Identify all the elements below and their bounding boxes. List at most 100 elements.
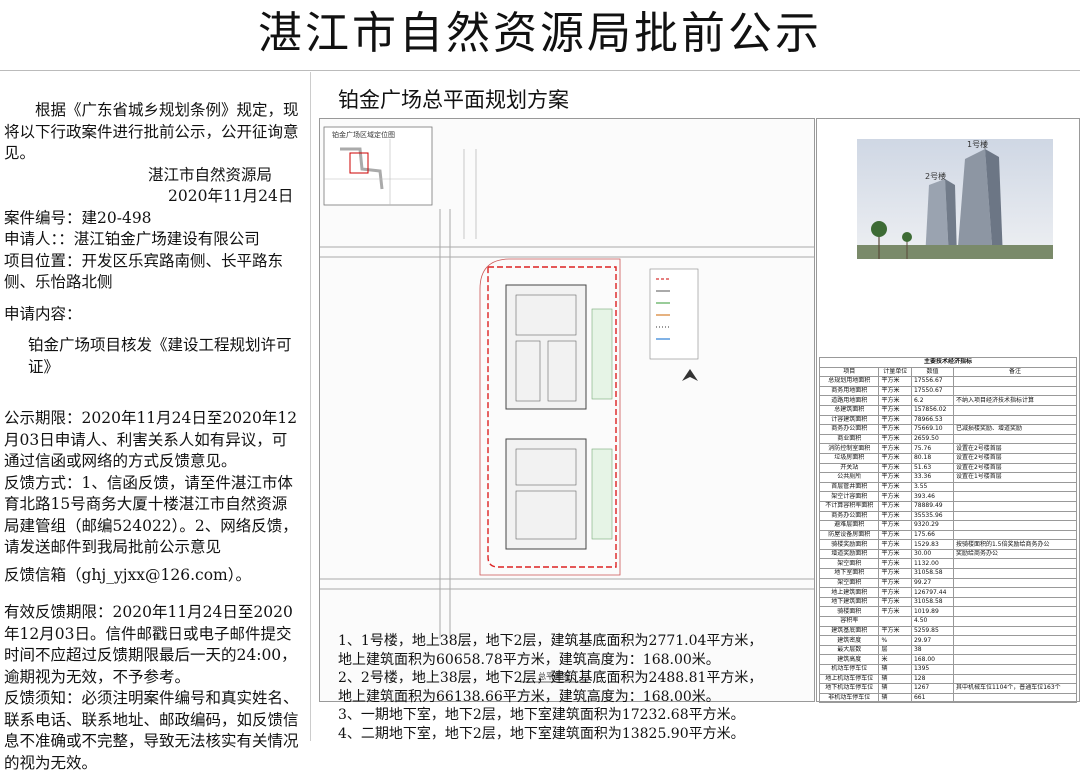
building-rendering: 1号楼 2号楼	[857, 139, 1053, 259]
stats-cell: 平方米	[878, 395, 912, 406]
stats-cell: 175.66	[910, 529, 954, 541]
stats-cell	[952, 385, 1078, 397]
stats-cell	[952, 500, 1078, 512]
stats-cell: 平方米	[878, 606, 912, 618]
stats-cell: 平方米	[878, 510, 912, 522]
stats-cell: 设置在2号楼首层	[952, 462, 1078, 474]
stats-cell: 平方米	[878, 414, 912, 426]
stats-cell: 商务用地面积	[818, 385, 880, 397]
stats-cell: 非机动车停车位	[818, 692, 880, 704]
stats-cell: 31058.58	[910, 568, 954, 579]
page-title: 湛江市自然资源局批前公示	[0, 0, 1080, 71]
notice-column: 根据《广东省城乡规划条例》规定，现将以下行政案件进行批前公示，公开征询意见。 湛…	[0, 100, 306, 774]
building-note-line: 4、二期地下室，地下2层，地下室建筑面积为13825.90平方米。	[338, 725, 745, 742]
stats-cell	[952, 606, 1078, 618]
stats-cell: 架空计容面积	[818, 491, 880, 502]
plan-panel: 铂金广场总平面规划方案 铂金广场区域定位图	[312, 72, 1080, 744]
stats-header: 主要技术经济指标	[819, 357, 1077, 368]
stats-cell: 商务办公面积	[818, 510, 880, 522]
stats-cell: 9320.29	[910, 520, 954, 531]
stats-column-header: 数值	[910, 366, 954, 378]
stats-cell	[952, 558, 1078, 570]
stats-cell: 126797.44	[910, 587, 954, 598]
stats-cell	[952, 616, 1078, 627]
stats-cell: 容积率	[818, 616, 880, 627]
stats-cell: 平方米	[878, 385, 912, 397]
feedback-email[interactable]: 反馈信箱（ghj_yjxx@126.com）。	[4, 565, 251, 584]
stats-cell: 平方米	[878, 376, 912, 387]
building-2-label: 2号楼	[925, 171, 946, 181]
stats-cell: 1132.00	[910, 558, 954, 570]
stats-cell: 75669.10	[910, 424, 954, 435]
stats-cell	[952, 414, 1078, 426]
stats-cell: 35535.96	[910, 510, 954, 522]
stats-cell: 商务办公面积	[818, 424, 880, 435]
stats-cell: 平方米	[878, 520, 912, 531]
stats-cell: 首层管井面积	[818, 481, 880, 493]
stats-cell: 78966.53	[910, 414, 954, 426]
stats-cell: 公共厕所	[818, 472, 880, 483]
stats-cell: 平方米	[878, 491, 912, 502]
column-divider	[310, 72, 311, 741]
stats-cell: 道路用地面积	[818, 395, 880, 406]
stats-cell: 已减损楼奖励、增道奖励	[952, 424, 1078, 435]
stats-cell: 75.76	[910, 443, 954, 454]
stats-cell: 平方米	[878, 500, 912, 512]
stats-cell: 垃圾房面积	[818, 452, 880, 464]
stats-cell	[952, 491, 1078, 502]
stats-cell: 奖励给商务办公	[952, 548, 1078, 560]
stats-cell: 避难层面积	[818, 520, 880, 531]
stats-cell	[952, 568, 1078, 579]
locator-label: 铂金广场区域定位图	[332, 130, 395, 139]
building-note-line: 3、一期地下室，地下2层，地下室建筑面积为17232.68平方米。	[338, 707, 745, 724]
content-label: 申请内容：	[4, 304, 82, 323]
stats-cell	[952, 433, 1078, 445]
stats-cell: 6.2	[910, 395, 954, 406]
stats-cell: 商业面积	[818, 433, 880, 445]
stats-cell: 增道奖励面积	[818, 548, 880, 560]
stats-cell: 地下建筑面积	[818, 596, 880, 608]
building-notes: 1、1号楼，地上38层，地下2层，建筑基底面积为2771.04平方米， 地上建筑面…	[320, 632, 1080, 744]
stats-cell: 平方米	[878, 433, 912, 445]
stats-cell: 平方米	[878, 481, 912, 493]
stats-cell: 393.46	[910, 491, 954, 502]
stats-cell: 2659.50	[910, 433, 954, 445]
stats-cell: 架空面积	[818, 558, 880, 570]
stats-cell	[952, 692, 1078, 704]
building-note-line: 1、1号楼，地上38层，地下2层，建筑基底面积为2771.04平方米，	[338, 633, 763, 649]
stats-cell: 30.00	[910, 548, 954, 560]
applicant: 申请人：：湛江铂金广场建设有限公司	[4, 230, 260, 248]
stats-cell: 平方米	[878, 587, 912, 598]
stats-column-header: 备注	[952, 366, 1078, 378]
stats-cell: 17550.67	[910, 385, 954, 397]
stats-cell: 设置在2号楼首层	[952, 452, 1078, 464]
stats-cell	[952, 577, 1078, 589]
stats-cell: 骑楼奖励面积	[818, 539, 880, 550]
plan-title: 铂金广场总平面规划方案	[338, 88, 569, 112]
stats-cell: 平方米	[878, 548, 912, 560]
stats-cell	[878, 616, 912, 627]
application-content: 铂金广场项目核发《建设工程规划许可证》	[28, 336, 292, 376]
stats-cell: 防屋设备房面积	[818, 529, 880, 541]
stats-cell: 平方米	[878, 596, 912, 608]
stats-cell: 地下室面积	[818, 568, 880, 579]
stats-cell: 平方米	[878, 472, 912, 483]
stats-cell: 开关站	[818, 462, 880, 474]
building-note-line: 地上建筑面积为60658.78平方米，建筑高度为：168.00米。	[338, 651, 720, 668]
